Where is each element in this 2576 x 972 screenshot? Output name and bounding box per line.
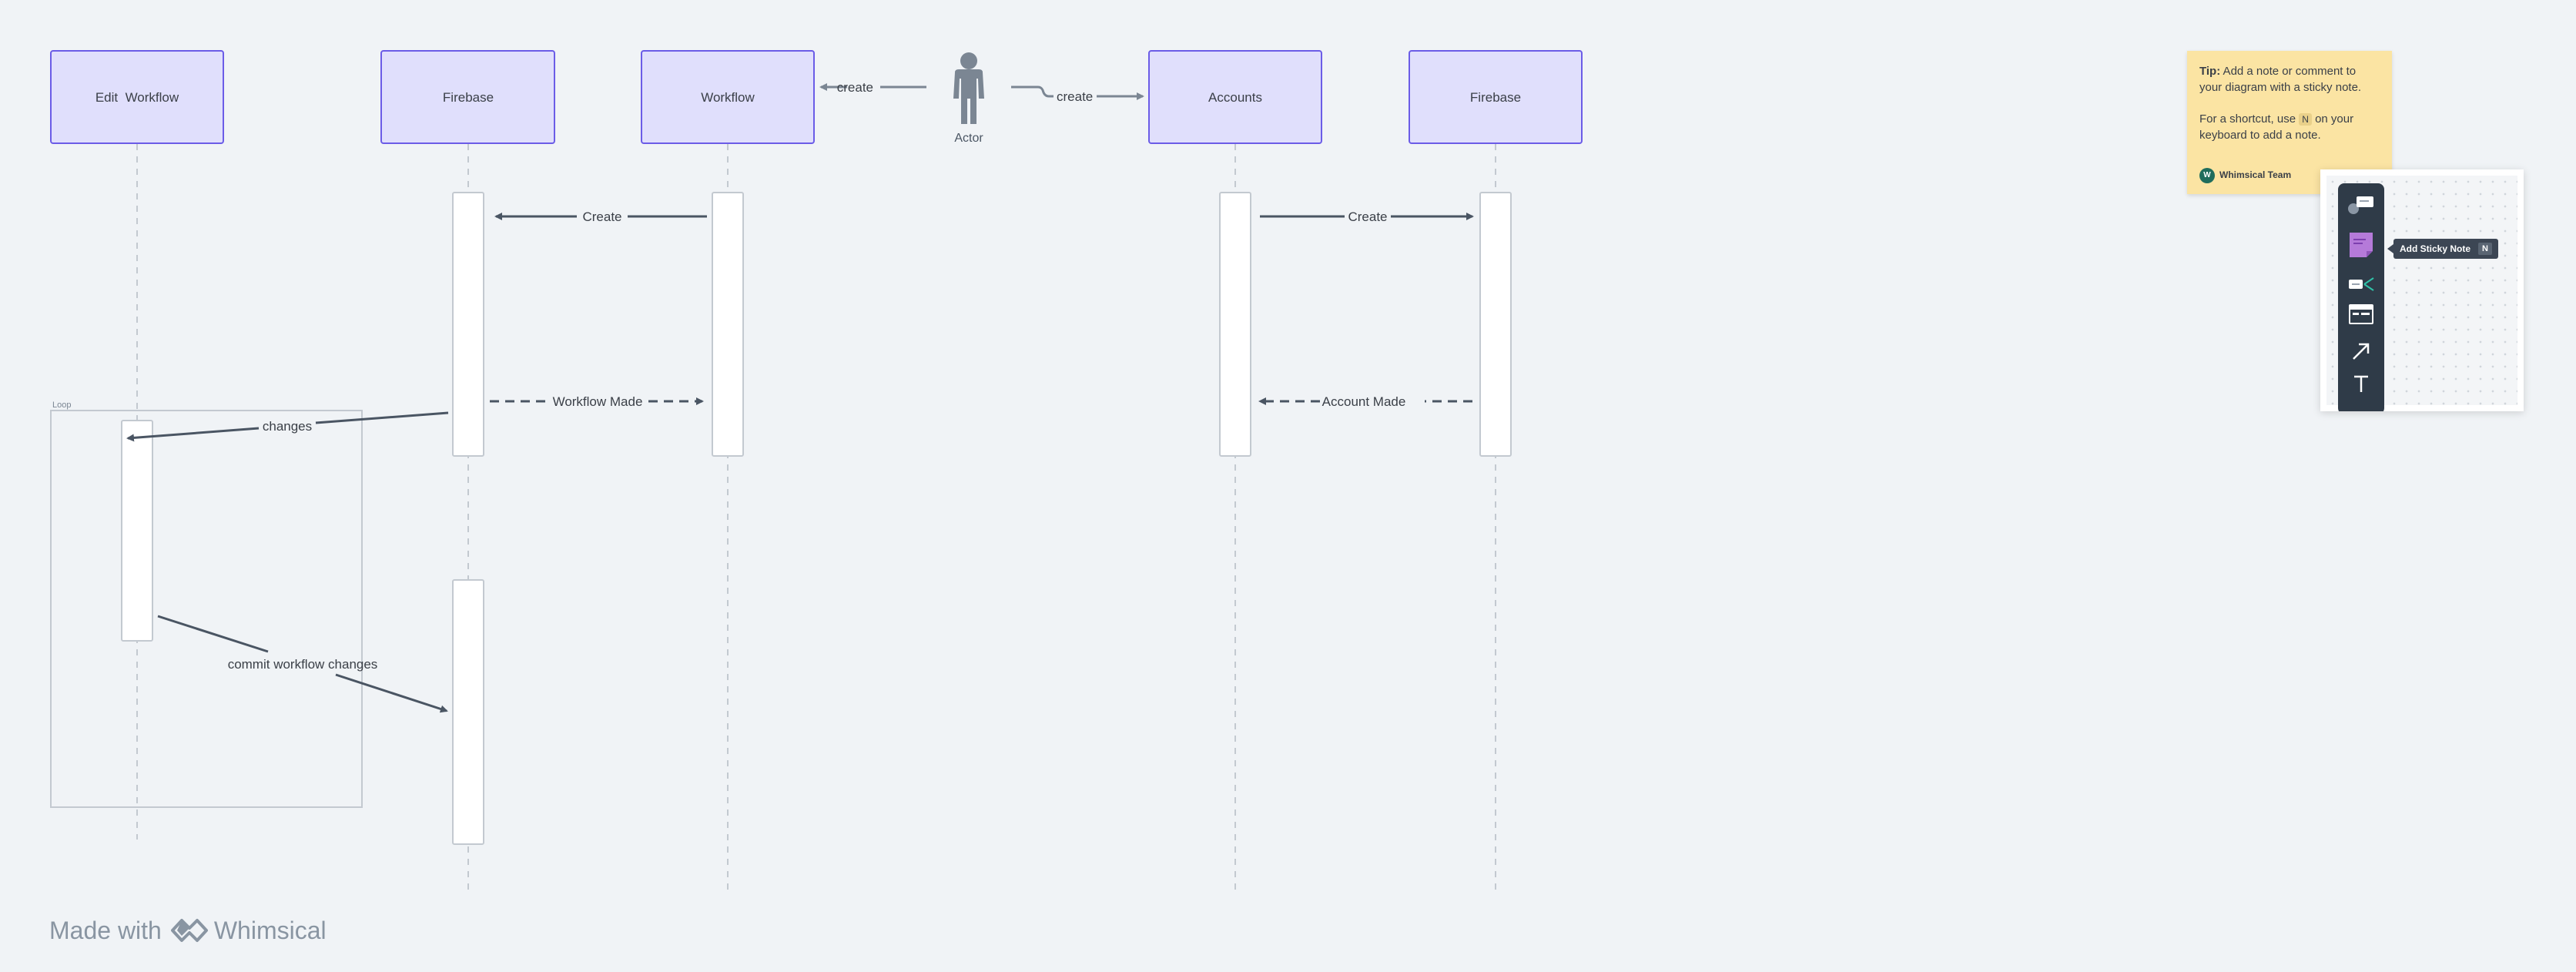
activation-accounts[interactable]	[1219, 192, 1251, 457]
message-label: changes	[263, 419, 312, 434]
whimsical-logo-icon	[170, 919, 208, 942]
sticky-note-icon[interactable]	[2346, 231, 2377, 259]
message-label: create	[1057, 89, 1093, 104]
participant-accounts[interactable]: Accounts	[1148, 50, 1322, 144]
participant-firebase-1[interactable]: Firebase	[380, 50, 555, 144]
avatar: W	[2199, 167, 2215, 183]
note-author: W Whimsical Team	[2199, 167, 2291, 183]
tooltip-add-sticky-note: Add Sticky Note N	[2387, 239, 2498, 259]
message-label: Create	[582, 209, 621, 224]
activation-edit-workflow[interactable]	[121, 420, 153, 642]
sticky-note[interactable]: Tip: Add a note or comment to your diagr…	[2187, 51, 2392, 194]
comment-icon[interactable]	[2346, 191, 2377, 219]
participant-edit-workflow[interactable]: Edit Workflow	[50, 50, 224, 144]
message-label: Workflow Made	[553, 394, 643, 409]
message-label: Account Made	[1322, 394, 1406, 409]
tooltip-label: Add Sticky Note	[2400, 243, 2471, 254]
message-workflow-made[interactable]: Workflow Made	[490, 394, 704, 409]
participant-label: Accounts	[1208, 90, 1262, 105]
tip-text: Tip: Add a note or comment to your diagr…	[2199, 65, 2362, 94]
loop-frame[interactable]: Loop	[50, 401, 363, 808]
participant-label: Firebase	[1470, 90, 1521, 105]
activation-workflow[interactable]	[712, 192, 744, 457]
message-actor-create-accounts[interactable]: create	[1011, 85, 1144, 104]
shortcut-text: For a shortcut, use N on your keyboard t…	[2199, 112, 2354, 142]
tooltip-shortcut-key: N	[2478, 243, 2492, 255]
message-actor-create-workflow[interactable]: create	[819, 80, 926, 95]
toolbar-preview: Add Sticky Note N	[2320, 169, 2524, 411]
message-label: commit workflow changes	[228, 657, 378, 672]
author-name: Whimsical Team	[2219, 169, 2292, 180]
participant-label: Workflow	[701, 90, 755, 105]
participant-workflow[interactable]: Workflow	[641, 50, 815, 144]
activations	[121, 192, 1512, 845]
flowchart-icon[interactable]	[2346, 271, 2377, 299]
toolbar	[2338, 183, 2384, 411]
participant-label: Firebase	[443, 90, 494, 105]
message-account-made[interactable]: Account Made	[1258, 394, 1472, 409]
activation-firebase-1-a[interactable]	[452, 192, 484, 457]
actor-label: Actor	[954, 132, 983, 145]
participant-label: Edit Workflow	[95, 90, 179, 105]
made-with-label: Made with	[49, 916, 162, 944]
activation-firebase-2[interactable]	[1479, 192, 1512, 457]
brand-name: Whimsical	[213, 916, 327, 944]
message-workflow-create-firebase[interactable]: Create	[494, 209, 707, 224]
message-accounts-create-firebase[interactable]: Create	[1260, 209, 1474, 224]
activation-firebase-1-b[interactable]	[452, 579, 484, 845]
message-commit-changes[interactable]: commit workflow changes	[157, 615, 448, 713]
made-with-whimsical[interactable]: Made with Whimsical	[49, 913, 327, 947]
message-label: create	[837, 80, 873, 95]
message-label: Create	[1348, 209, 1387, 224]
text-icon[interactable]	[2346, 370, 2377, 397]
actor[interactable]: Actor	[953, 52, 984, 145]
loop-label: Loop	[52, 401, 71, 410]
message-firebase-changes[interactable]: changes	[126, 411, 449, 442]
wireframe-icon[interactable]	[2346, 300, 2377, 328]
shortcut-key: N	[2299, 113, 2312, 126]
person-icon	[953, 52, 984, 124]
participant-firebase-2[interactable]: Firebase	[1409, 50, 1583, 144]
lifelines	[136, 144, 1496, 890]
arrow-icon[interactable]	[2346, 337, 2377, 365]
